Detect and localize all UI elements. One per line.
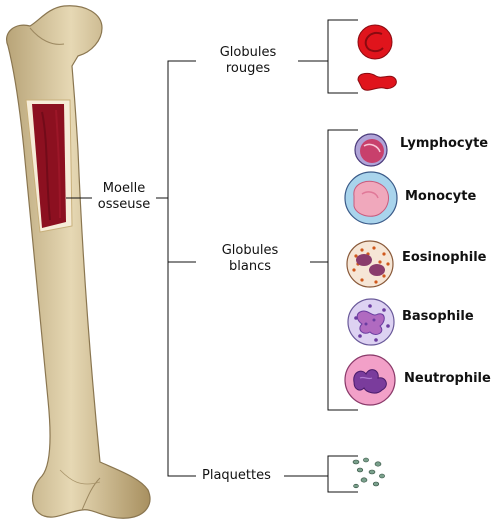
femur-bone-icon [6, 5, 151, 519]
red-blood-cell-front-icon [357, 24, 393, 60]
bone-marrow-label-line1: Moelle [102, 181, 146, 196]
white-cells-label-line2: blancs [229, 259, 271, 274]
basophil-label: Basophile [402, 309, 474, 324]
basophil-cell-icon [347, 298, 395, 346]
bone-marrow-label: Moelle osseuse [92, 181, 156, 213]
eosinophil-label: Eosinophile [402, 250, 487, 265]
red-blood-cell-side-icon [357, 72, 397, 91]
platelets-icon [352, 457, 385, 489]
white-cells-label-line1: Globules [221, 243, 279, 258]
platelets-label: Plaquettes [202, 468, 271, 483]
bone-marrow-icon [25, 99, 73, 233]
connector-lines [66, 19, 358, 493]
red-cells-label-line2: rouges [225, 61, 271, 76]
red-cells-label-line1: Globules [219, 45, 277, 60]
monocyte-cell-icon [344, 171, 398, 225]
white-cells-label: Globules blancs [198, 243, 302, 275]
monocyte-label: Monocyte [405, 189, 477, 204]
eosinophil-cell-icon [346, 240, 394, 288]
bone-marrow-label-line2: osseuse [97, 197, 151, 212]
lymphocyte-cell-icon [354, 133, 388, 167]
lymphocyte-label: Lymphocyte [400, 136, 489, 151]
neutrophil-cell-icon [344, 354, 396, 406]
red-cells-label: Globules rouges [198, 45, 298, 77]
neutrophil-label: Neutrophile [404, 371, 491, 386]
